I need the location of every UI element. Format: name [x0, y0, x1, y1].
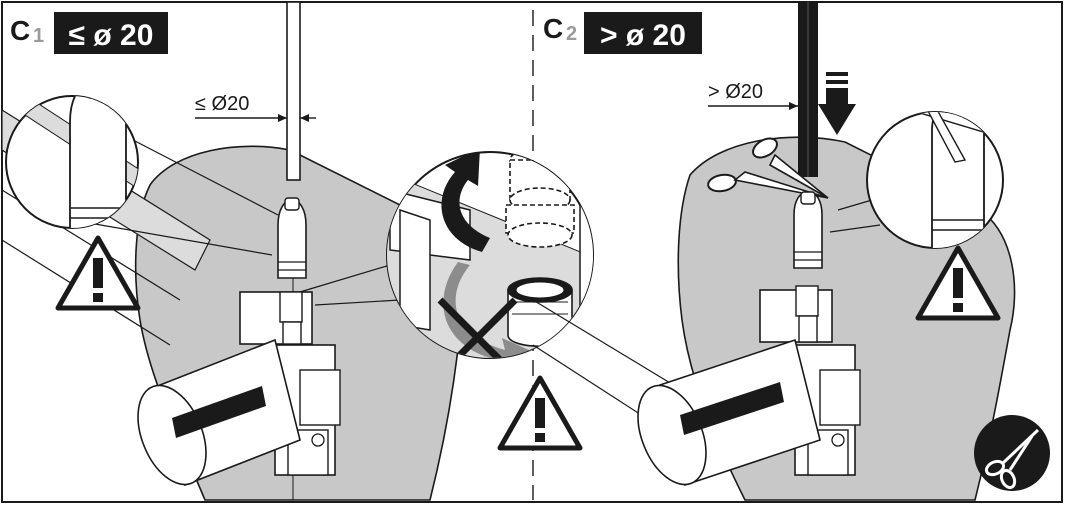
nozzle-cap-small-left	[277, 197, 307, 279]
actuator-cylinder-left	[137, 338, 301, 487]
dimension-label-c1: ≤ Ø20	[195, 93, 249, 115]
nozzle-cap-small-right	[793, 191, 823, 269]
scissors-icon	[984, 428, 1040, 490]
down-arrow-icon	[818, 72, 856, 135]
pipe-thin	[286, 1, 301, 181]
panel-c2: > Ø20	[532, 2, 1050, 501]
step-header-c2: C 2 > ø 20	[543, 12, 702, 54]
badge-label-c2: > ø 20	[600, 19, 686, 52]
threaded-fitting	[507, 277, 573, 348]
badge-c1	[54, 12, 168, 54]
rotate-arrow-icon	[441, 152, 490, 252]
scissors-icon	[707, 137, 829, 199]
actuator-cylinder-right	[637, 338, 821, 487]
badge-c2	[584, 12, 702, 54]
step-header-c1: C 1 ≤ ø 20	[10, 12, 168, 54]
dimension-annotation-c1: ≤ Ø20	[195, 93, 316, 122]
step-subscript-c2: 2	[566, 23, 577, 45]
step-number-c2: C	[543, 13, 563, 44]
dimension-label-c2: > Ø20	[708, 81, 763, 103]
magnifier-center	[299, 151, 594, 359]
scissors-badge	[974, 415, 1050, 491]
step-subscript-c1: 1	[33, 25, 44, 47]
step-number-c1: C	[10, 15, 30, 46]
dimension-annotation-c2: > Ø20	[708, 81, 798, 110]
prohibited-cross-icon	[437, 297, 518, 358]
badge-label-c1: ≤ ø 20	[69, 19, 154, 52]
panel-c1: ≤ Ø20	[1, 1, 465, 501]
magnifier-left	[5, 95, 279, 256]
